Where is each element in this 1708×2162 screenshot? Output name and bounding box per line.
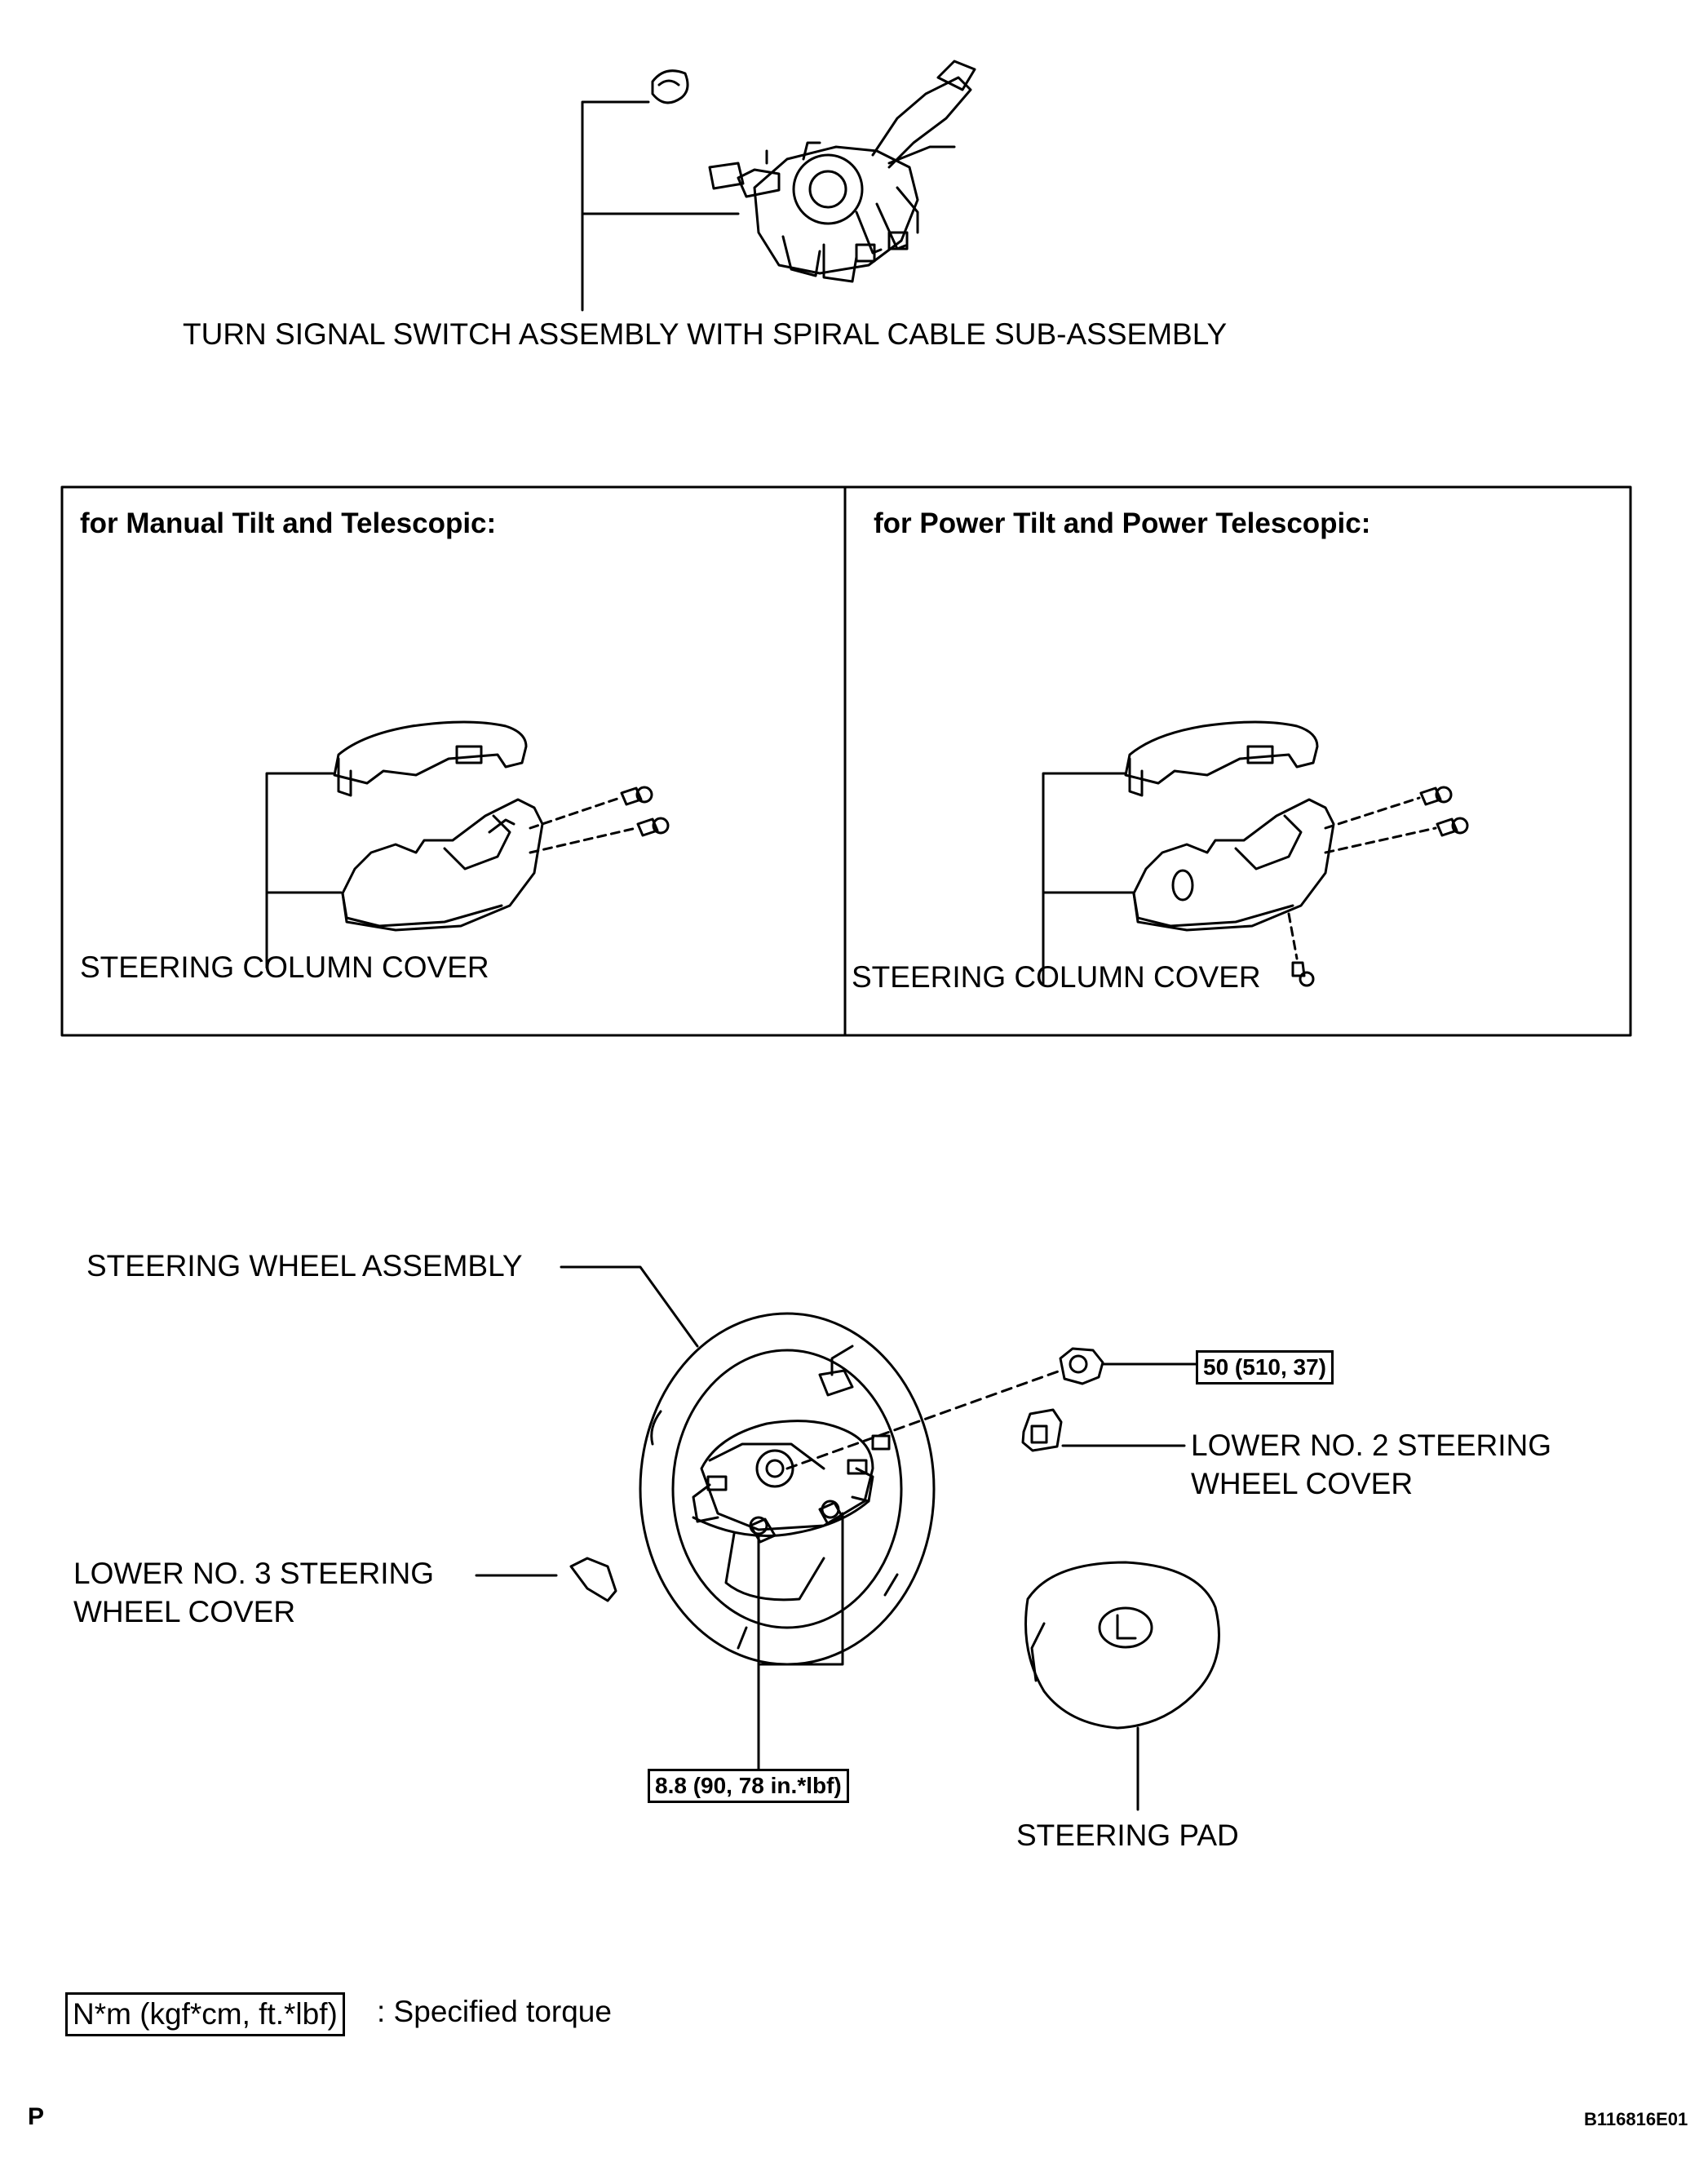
column-cover-left-drawing [265,720,670,969]
bolt-torque-value: 8.8 (90, 78 in.*lbf) [648,1769,849,1803]
lower-no3-cover-label-line2: WHEEL COVER [73,1595,296,1628]
turn-signal-switch-drawing [581,60,976,312]
panel-right-header: for Power Tilt and Power Telescopic: [874,507,1371,539]
steering-pad-label: STEERING PAD [1016,1819,1239,1852]
panel-left-header: for Manual Tilt and Telescopic: [80,507,497,539]
steering-wheel-drawing [475,1265,1220,1811]
footer-letter: P [28,2103,45,2130]
nut-torque-value: 50 (510, 37) [1196,1350,1334,1384]
column-cover-right-drawing [1042,720,1469,987]
lower-no3-cover-label-line1: LOWER NO. 3 STEERING [73,1557,435,1590]
torque-legend-text: : Specified torque [377,1995,612,2028]
column-cover-right-label: STEERING COLUMN COVER [852,960,1261,994]
lower-no2-cover-label-line2: WHEEL COVER [1191,1467,1414,1500]
column-cover-left-label: STEERING COLUMN COVER [80,950,489,984]
turn-signal-switch-label: TURN SIGNAL SWITCH ASSEMBLY WITH SPIRAL … [183,317,1228,351]
figure-code: B116816E01 [1584,2109,1688,2129]
steering-wheel-assembly-label: STEERING WHEEL ASSEMBLY [86,1249,523,1283]
torque-legend-box: N*m (kgf*cm, ft.*lbf) [65,1992,345,2036]
lower-no2-cover-label-line1: LOWER NO. 2 STEERING [1191,1429,1552,1462]
